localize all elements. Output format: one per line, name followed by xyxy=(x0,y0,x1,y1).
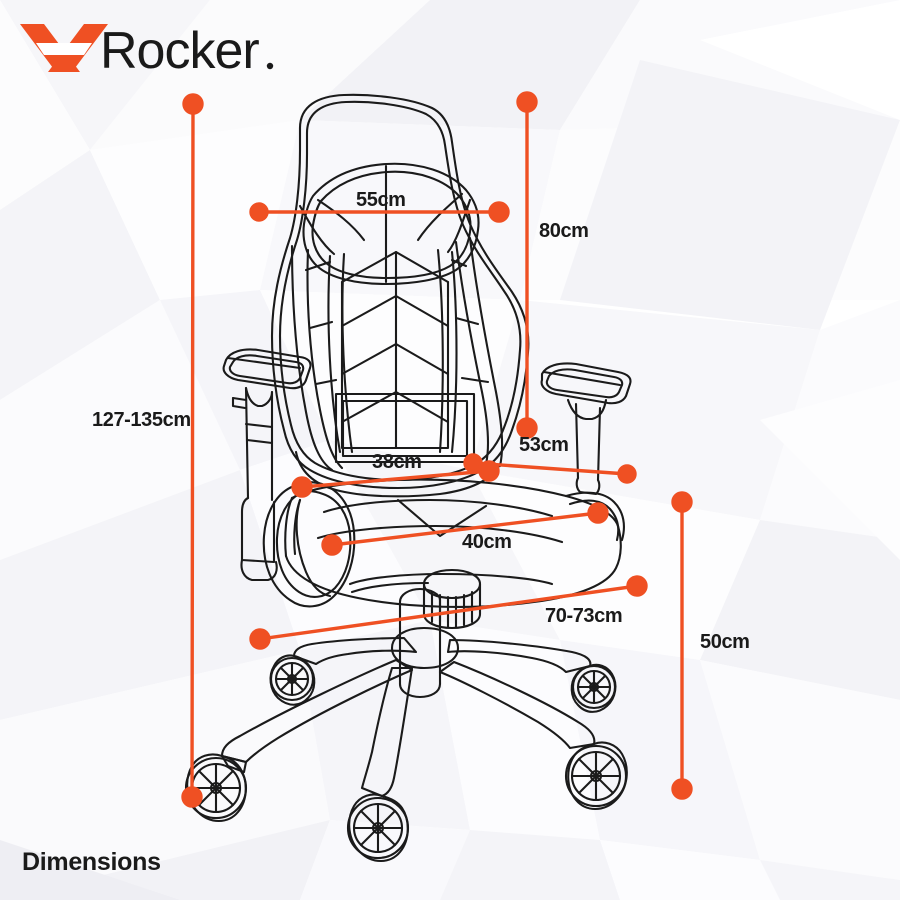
armrest-left-foot xyxy=(240,558,278,582)
armrest-left-pad-inner xyxy=(228,354,305,385)
armrest-right-base xyxy=(575,476,601,496)
panel-wedge-left xyxy=(304,260,332,272)
dimension-label-seat-width: 38cm xyxy=(372,451,422,473)
backrest-outer-inner xyxy=(278,100,522,482)
page-title: Dimensions xyxy=(22,848,161,876)
gas-cylinder-bottom xyxy=(398,682,442,699)
armrest-left-pad-top xyxy=(226,356,302,370)
armrest-left-lower xyxy=(240,496,276,564)
backrest-lower-skirt xyxy=(294,450,502,498)
armrest-left-post-collar-1 xyxy=(244,422,274,429)
armrest-right-pad xyxy=(540,362,632,405)
headrest-wing-right xyxy=(416,192,464,242)
dimension-total-height xyxy=(181,93,204,808)
base-hub xyxy=(390,626,460,670)
armrest-right-pad-inner xyxy=(545,368,624,399)
caster-right-front xyxy=(564,741,628,811)
seat-right-bolster-2 xyxy=(568,499,620,542)
caster-right-rear xyxy=(570,663,617,713)
dimension-seat-height xyxy=(671,491,693,800)
dimension-label-seat-depth: 40cm xyxy=(462,531,512,553)
dimension-backrest-height xyxy=(516,91,538,439)
armrest-left-post-l xyxy=(244,386,250,500)
tilt-knob xyxy=(422,568,482,630)
base-arm-center-front xyxy=(360,666,414,798)
headrest-pad xyxy=(302,162,480,286)
x-mark-cut xyxy=(36,43,92,55)
armrest-left-bracket xyxy=(231,396,248,402)
bolster-right-2 xyxy=(454,240,490,466)
caster-left-rear xyxy=(269,654,316,706)
dimension-label-base-diameter: 70-73cm xyxy=(545,605,623,627)
dimension-seat-width xyxy=(291,460,500,498)
armrest-left-post-neck xyxy=(244,386,274,408)
backrest-outer xyxy=(270,93,530,490)
seat-bolster-left-seam xyxy=(295,498,332,598)
caster-center-front xyxy=(346,793,410,863)
base-arm-right-front xyxy=(438,660,596,750)
seat-mechanism xyxy=(348,572,554,586)
panel-wedge-left3 xyxy=(314,378,338,386)
xrocker-logo: Rocker xyxy=(20,22,274,80)
armrest-left-pad xyxy=(222,348,312,390)
dimension-label-backrest-width: 55cm xyxy=(356,189,406,211)
dimension-seat-53 xyxy=(463,453,637,484)
dimension-base-diameter xyxy=(249,575,648,650)
svg-text:Rocker: Rocker xyxy=(100,22,259,80)
tilt-knob-top xyxy=(422,582,482,600)
seat-panel-seam-1 xyxy=(322,498,554,518)
dimension-backrest-width xyxy=(249,201,510,223)
panel-wedge-right2 xyxy=(454,316,480,326)
seat-top-surface xyxy=(290,478,620,528)
headrest-pad-inner xyxy=(311,170,472,280)
dimension-label-seat-height: 50cm xyxy=(700,631,750,653)
dimension-label-seat-53: 53cm xyxy=(519,434,569,456)
dimension-label-total-height: 127-135cm xyxy=(92,409,191,431)
base-arm-left-front xyxy=(220,658,414,764)
dimension-seat-depth xyxy=(321,502,609,556)
shoulder-fold-right xyxy=(446,198,472,254)
bolster-right xyxy=(468,236,504,468)
armrest-right-post-l xyxy=(574,402,580,480)
caster-left-front xyxy=(184,753,248,823)
seat-center-v xyxy=(396,498,488,538)
armrest-right-pad-top xyxy=(542,370,622,387)
armrest-right-post-neck xyxy=(566,398,608,421)
strap-left-outer xyxy=(327,254,342,454)
panel-wedge-right xyxy=(450,258,468,268)
headrest-wing-left xyxy=(316,198,366,242)
dimension-lines xyxy=(181,91,693,808)
panel-wedge-left2 xyxy=(308,320,334,330)
strap-left-inner xyxy=(341,252,354,454)
strap-right-outer xyxy=(450,250,458,454)
bolster-left xyxy=(290,244,334,472)
armrest-left-bracket-2 xyxy=(231,396,247,410)
rocker-wordmark: Rocker xyxy=(100,22,274,80)
dimension-label-backrest-height: 80cm xyxy=(539,220,589,242)
seat-mech-lever xyxy=(350,581,430,594)
bolster-left-2 xyxy=(306,248,344,470)
panel-wedge-right3 xyxy=(460,376,490,384)
seat-bolster-left-inner xyxy=(275,490,352,598)
armrest-left-post-collar-2 xyxy=(245,438,274,445)
seat-panel-seam-2 xyxy=(316,524,564,544)
armrest-right-post-r xyxy=(596,406,602,482)
strap-right-inner xyxy=(436,248,444,454)
